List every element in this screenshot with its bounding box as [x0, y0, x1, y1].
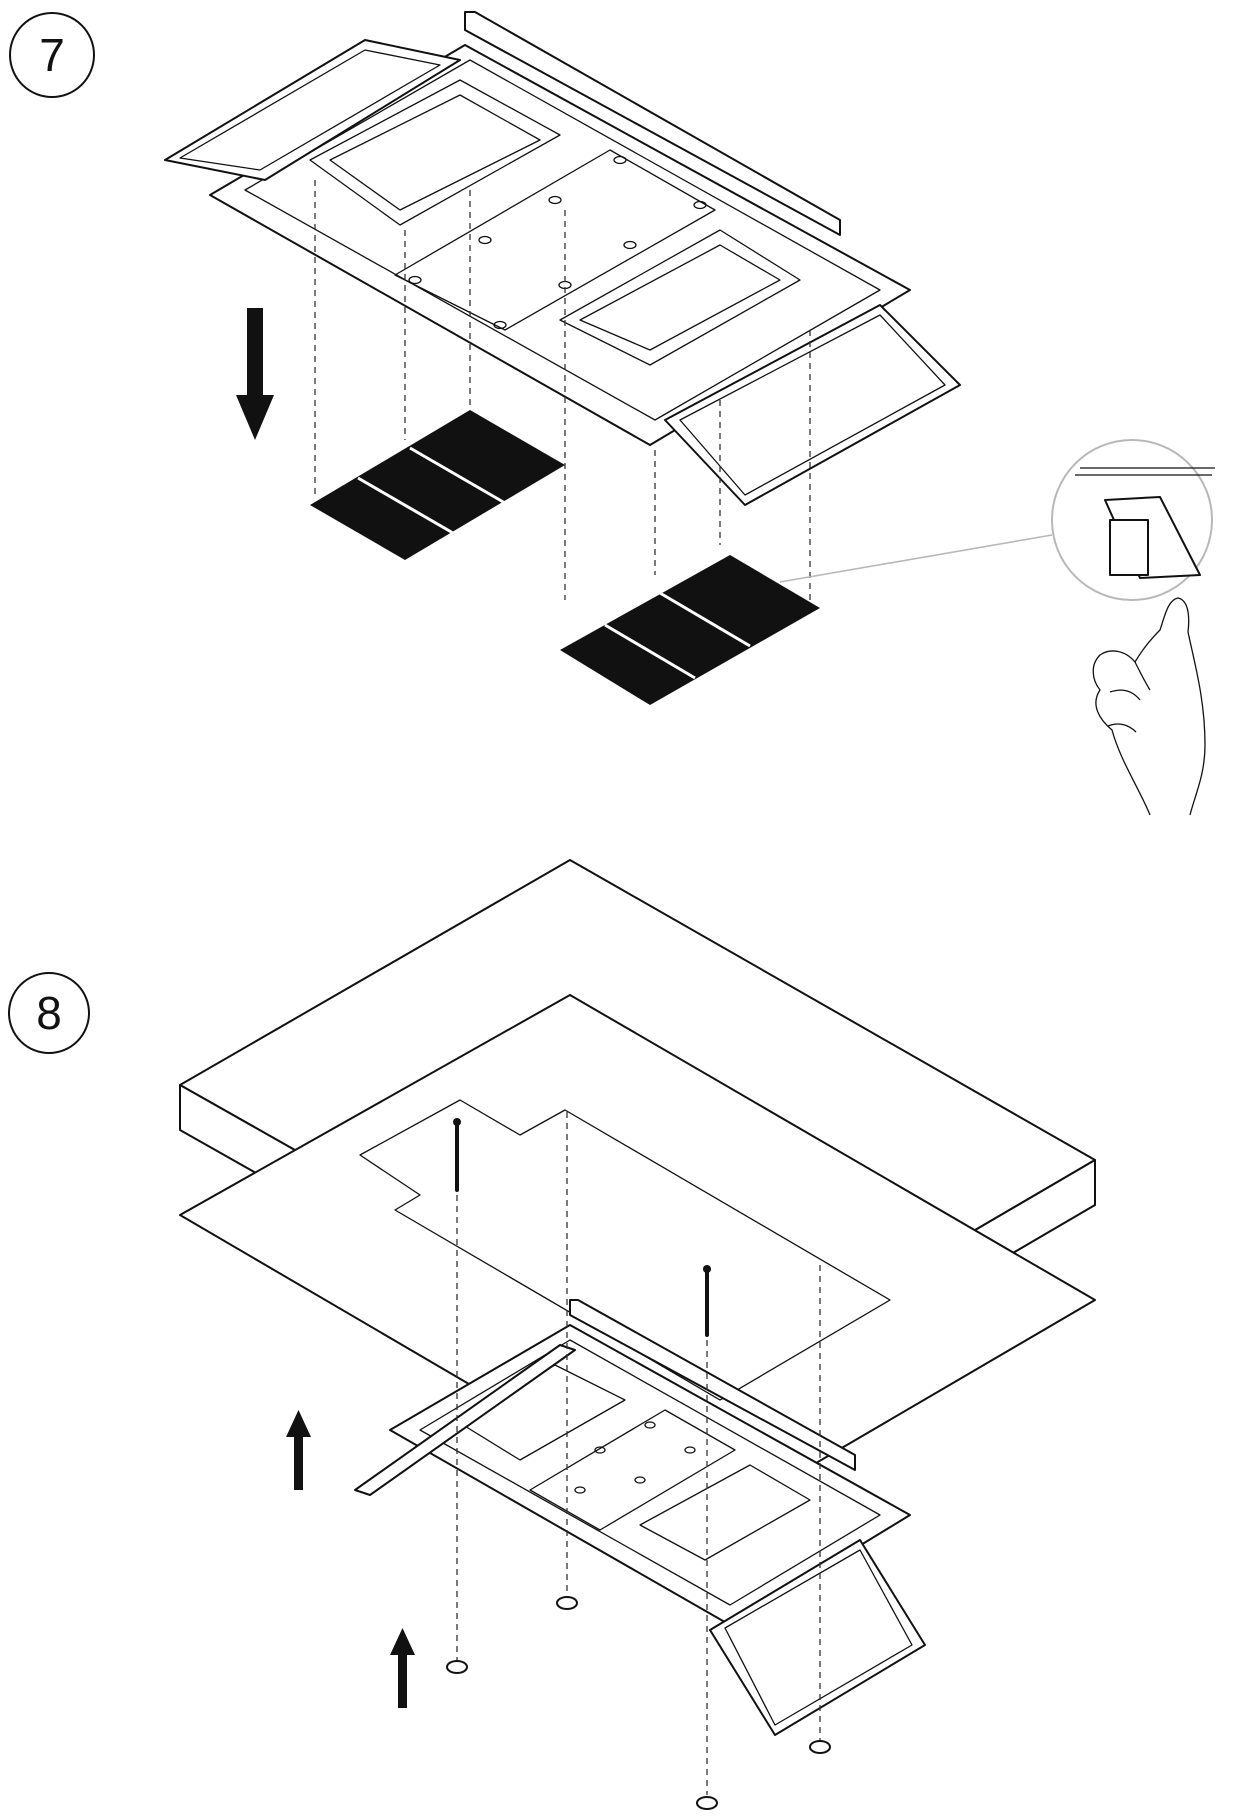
hood-back-wall [464, 11, 841, 236]
step-7-number: 7 [39, 29, 65, 81]
step-8-badge: 8 [8, 972, 90, 1054]
left-cavity [309, 79, 561, 226]
right-filter-flap [664, 304, 961, 506]
hood-frame-inner [244, 59, 881, 421]
hood8-right-flap [709, 1539, 926, 1736]
hood8-right-cavity [639, 1464, 811, 1561]
hood-unit-step-7 [164, 11, 961, 506]
left-cavity-inner [329, 94, 541, 211]
center-panel [394, 149, 716, 331]
step-7-badge: 7 [9, 12, 95, 98]
step-8-circle [8, 972, 90, 1054]
panel-holes [408, 155, 707, 330]
step-7: 7 [9, 11, 1215, 816]
hood8-right-flap-inner [724, 1549, 913, 1726]
arrow-up-lower [390, 1628, 415, 1708]
hood8-holes [574, 1421, 696, 1494]
right-cavity [559, 229, 801, 366]
hood-unit-step-8 [354, 1299, 926, 1736]
latch-tab [1109, 519, 1149, 576]
hand-icon [1092, 597, 1206, 816]
filter-latch-detail [1051, 439, 1215, 601]
arrow-down-icon [236, 308, 274, 440]
left-filter-flap [164, 39, 461, 181]
detail-leader-line [779, 534, 1053, 583]
fixing-guide-lines-step-8 [456, 1112, 821, 1795]
grease-filter-left [310, 410, 565, 560]
hood8-left-flap [354, 1344, 576, 1496]
left-filter-flap-inner [179, 49, 441, 171]
hood8-center-panel [529, 1409, 736, 1531]
grease-filter-right [560, 555, 820, 705]
step-8-number: 8 [36, 987, 62, 1039]
screw-icon [453, 1118, 711, 1337]
hood8-frame-inner [419, 1339, 881, 1606]
arrow-up-upper [286, 1410, 311, 1490]
wall-plug-icon [446, 1596, 831, 1810]
right-filter-flap-inner [679, 314, 946, 496]
step-8: 8 [8, 859, 1096, 1810]
hood8-frame [389, 1324, 911, 1626]
arrow-up-icon [286, 1410, 415, 1708]
step-7-circle [9, 12, 95, 98]
right-cavity-inner [579, 244, 781, 351]
template-cutout [359, 1099, 891, 1401]
hood8-back-wall [569, 1299, 856, 1471]
filter-guide-lines-step-7 [314, 180, 811, 600]
grease-filter-icon [310, 410, 820, 705]
